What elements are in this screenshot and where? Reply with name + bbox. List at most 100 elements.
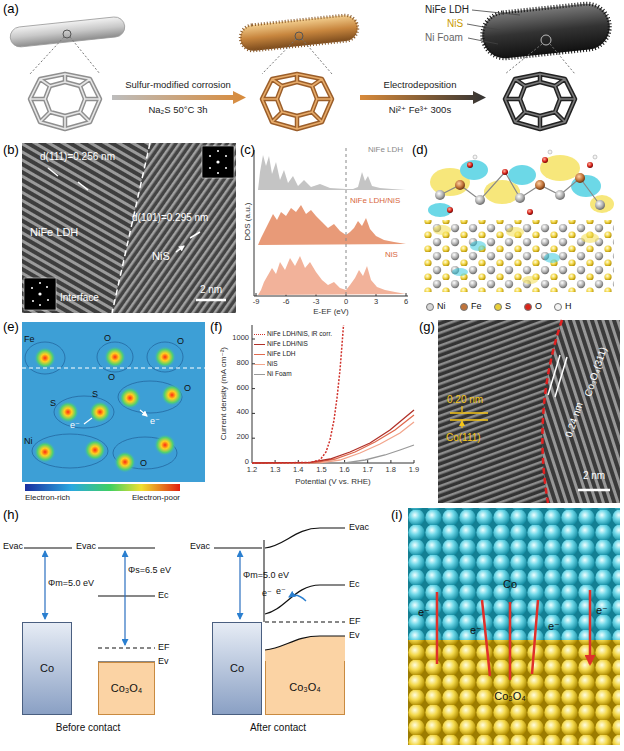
energy-level-label: Ev <box>158 656 169 666</box>
interface-model-part-part <box>590 195 614 213</box>
legend-line-sample <box>254 344 265 345</box>
legend-label: NiFe LDH <box>267 350 296 357</box>
interface-model-part <box>428 155 614 217</box>
legend-line-sample <box>254 354 265 355</box>
layer-label: NiFe LDH <box>425 4 469 16</box>
coated-rod-part <box>467 10 520 44</box>
tick-label: 1.9 <box>409 466 419 475</box>
band-diagram-part <box>265 621 345 622</box>
atom-label: O <box>177 336 184 346</box>
process-arrow-part <box>360 91 486 104</box>
dos-plot-part <box>346 148 347 296</box>
charge-density-map-part <box>84 410 147 424</box>
state-caption: After contact <box>250 722 306 734</box>
layer-label: NiS <box>447 18 463 30</box>
atom-label: Fe <box>24 334 35 344</box>
panel-label: (f) <box>210 320 222 335</box>
lsv-plot-part <box>252 325 344 463</box>
charge-density-map-part-part <box>57 401 79 423</box>
coated-rod <box>467 1 612 129</box>
lsv-plot-part <box>252 445 414 463</box>
coated-rod-part <box>505 74 575 129</box>
work-function-label: Φm=5.0 eV <box>48 578 94 588</box>
charge-density-map-part-part <box>104 346 126 368</box>
axis-title: E-EF (eV) <box>313 307 349 316</box>
interface-model-part-part <box>515 193 525 203</box>
band-diagram-part <box>265 528 345 650</box>
tem-image-b-part <box>22 143 236 313</box>
legend-label: NiFe LDH/NiS, iR corr. <box>267 330 332 337</box>
tick-label: 800 <box>236 359 249 368</box>
tick-label: 400 <box>236 408 249 417</box>
legend-label: Ni Foam <box>267 370 292 377</box>
phase-label: NiFe LDH <box>30 226 78 239</box>
charge-density-map-part-part <box>118 381 182 413</box>
legend-swatch <box>524 303 532 311</box>
block-label: Co <box>40 662 54 675</box>
energy-level-label: Evac <box>3 541 23 551</box>
tem-image-b-part-part <box>46 286 48 288</box>
legend-label: NiS <box>267 360 277 367</box>
interface-model-part-part <box>428 203 452 217</box>
atom-label: O <box>108 372 115 382</box>
atom-label: S <box>92 389 98 399</box>
tem-image-b-part <box>22 143 236 313</box>
band-diagram-part <box>289 595 306 601</box>
process-arrow <box>360 91 486 104</box>
interface-model-part-part <box>593 155 597 159</box>
tem-image-b-part <box>202 146 234 178</box>
lsv-plot <box>252 325 414 463</box>
interface-model-part-part <box>484 180 520 204</box>
dos-plot <box>254 148 408 296</box>
legend-swatch <box>554 303 562 311</box>
electron-label: e⁻ <box>70 420 80 430</box>
tem-image-g-part <box>438 320 620 503</box>
interface-model-part-part <box>433 225 451 235</box>
sulfided-rod-part <box>262 74 332 129</box>
dos-plot-part <box>254 150 408 296</box>
panel-label: (c) <box>240 143 255 158</box>
tem-image-b-part <box>112 143 150 313</box>
interface-spheres-part <box>437 590 590 680</box>
energy-level-label: Evac <box>190 541 210 551</box>
sulfided-rod-part <box>262 39 332 74</box>
sulfided-rod-part <box>295 32 303 40</box>
panel-label: (b) <box>3 143 19 158</box>
panel-label: (h) <box>3 508 19 523</box>
atom-label: O <box>104 333 111 343</box>
tick-label: 3 <box>374 298 378 307</box>
panel-label: (d) <box>412 143 428 158</box>
tem-image-b <box>22 143 236 313</box>
dos-plot-part <box>258 205 406 245</box>
interface-model-part-part <box>475 195 485 205</box>
legend-label: NiFe LDH/NiS <box>267 340 308 347</box>
legend-line-sample <box>254 334 265 335</box>
interface-model-part <box>440 172 600 205</box>
phase-label: NiS <box>152 250 170 263</box>
electron-label: e⁻ <box>596 604 608 617</box>
tem-image-g-part <box>438 320 620 503</box>
interface-model-part-part <box>502 169 508 175</box>
tem-image-g-part <box>548 355 567 397</box>
state-caption: Before contact <box>56 722 120 734</box>
legend-line-sample <box>254 374 265 375</box>
tem-image-b-part-part <box>209 167 211 169</box>
lattice-spacing: d(111)=0.256 nm <box>40 151 115 163</box>
charge-density-map-part <box>34 346 183 473</box>
electron-label: e⁻ <box>548 620 560 633</box>
interface-model-part-part <box>522 276 538 284</box>
energy-level-label: Ec <box>349 579 360 589</box>
axis-title: DOS (a.u.) <box>242 203 251 241</box>
interface-model-part-part <box>581 233 599 243</box>
tick-label: 1000 <box>232 334 249 343</box>
coated-rod-part <box>505 74 575 129</box>
interface-label: Interface <box>60 292 99 304</box>
tick-label: -9 <box>253 298 260 307</box>
tick-label: 1.4 <box>293 466 303 475</box>
condition-label: Na₂S 50°C 3h <box>148 105 207 116</box>
tem-image-b-part-part <box>225 155 227 157</box>
electron-label: e⁻ <box>418 606 430 619</box>
legend-swatch <box>426 303 434 311</box>
scale-bar-label: 2 nm <box>583 470 605 482</box>
charge-density-map-part-part <box>89 401 111 423</box>
